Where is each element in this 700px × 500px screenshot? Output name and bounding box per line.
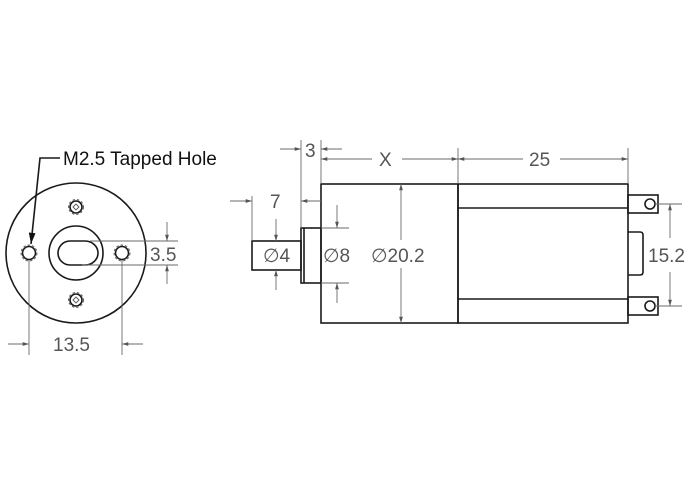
shaft-diameter-dimension: ∅4 <box>263 246 291 267</box>
shaft-flat-dimension: 3.5 <box>150 245 176 266</box>
motor-body <box>457 183 629 324</box>
tapped-hole-left <box>20 244 38 262</box>
d-shaft-hole <box>57 240 99 266</box>
terminal-spacing-dimension: 15.2 <box>648 246 685 267</box>
boss-diameter-dimension: ∅8 <box>323 246 350 267</box>
motor-length-dimension: 25 <box>529 150 550 171</box>
rear-bearing-cap <box>628 231 644 276</box>
tapped-hole-label: M2.5 Tapped Hole <box>63 149 217 170</box>
screw-top <box>68 199 84 215</box>
screw-bottom <box>68 292 84 308</box>
side-view: 3 X 25 7 ∅4 ∅8 ∅20.2 15.2 <box>230 140 685 324</box>
gearbox-length-dimension: X <box>379 150 392 171</box>
shaft-boss-ring <box>48 225 104 281</box>
terminal-top <box>627 194 659 214</box>
tapped-hole-right <box>113 244 131 262</box>
callout-leader <box>28 157 60 245</box>
boss-length-dimension: 3 <box>305 141 316 162</box>
body-diameter-dimension: ∅20.2 <box>371 246 425 267</box>
hole-spacing-dimension: 13.5 <box>53 335 90 356</box>
terminal-bottom <box>627 296 659 316</box>
motor-face-outline <box>5 182 147 324</box>
front-view: M2.5 Tapped Hole 13.5 3.5 <box>5 149 217 356</box>
shaft-length-dimension: 7 <box>270 192 281 213</box>
